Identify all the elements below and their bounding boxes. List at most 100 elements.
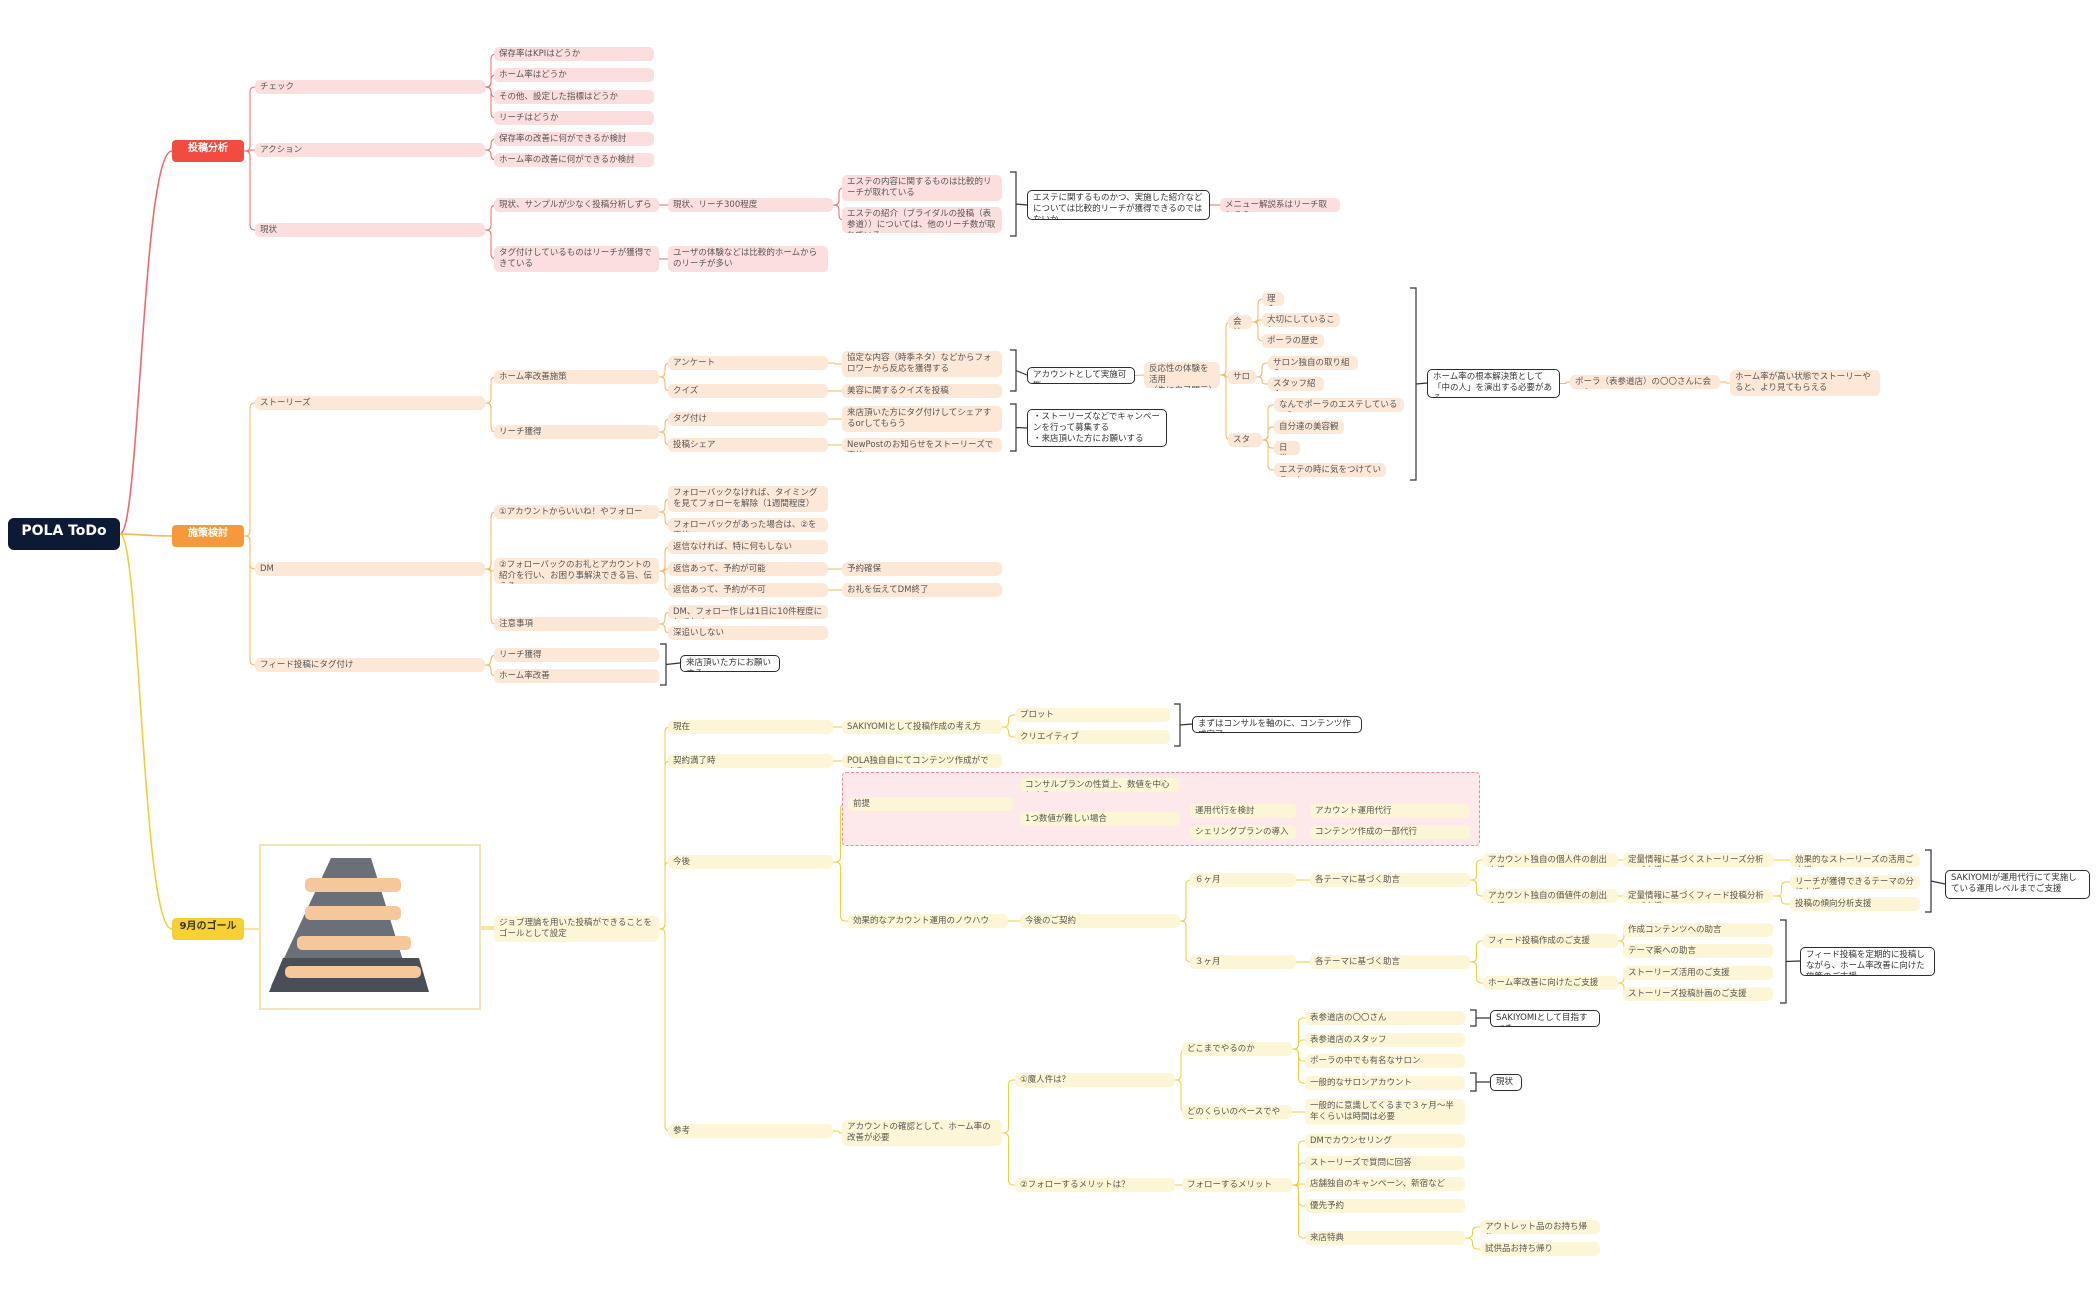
ref-q2a3-node[interactable]: 店舗独自のキャンペーン、新宿など — [1305, 1177, 1465, 1191]
dm-2b1-node[interactable]: 予約確保 — [842, 562, 1002, 576]
cur-a1b-node[interactable]: エステの紹介（ブライダルの投稿（表参道））については、他のリーチ数が取れている — [842, 207, 1002, 233]
m3-1b-node[interactable]: テーマ案への助言 — [1623, 944, 1773, 958]
fut-pre2a-node[interactable]: 運用代行を検討 — [1190, 804, 1296, 818]
m6-a-node[interactable]: 各テーマに基づく助言 — [1310, 873, 1470, 887]
dm-2a-node[interactable]: 返信なければ、特に何もしない — [668, 540, 828, 554]
goal-node[interactable]: 9月のゴール — [172, 918, 244, 940]
story-box-node[interactable]: ・ストーリーズなどでキャンペーンを行って募集する ・来店頂いた方にお願いする — [1027, 409, 1167, 447]
st-share-node[interactable]: 投稿シェア — [668, 438, 828, 452]
home-r2-node[interactable]: ホーム率が高い状態でストーリーやると、より見てもらえる — [1730, 370, 1880, 396]
sf-4-node[interactable]: エステの時に気をつけていること — [1274, 463, 1386, 477]
ref-q2a1-node[interactable]: DMでカウンセリング — [1305, 1134, 1465, 1148]
current-node[interactable]: 現状 — [255, 223, 485, 237]
feed-box-node[interactable]: 来店頂いた方にお願いする — [680, 655, 780, 672]
st-tag1-node[interactable]: 来店頂いた方にタグ付けしてシェアするorしてもらう — [842, 406, 1002, 432]
feed-1-node[interactable]: リーチ獲得 — [494, 648, 659, 662]
dm-2-node[interactable]: ②フォローバックのお礼とアカウントの紹介を行い、お困り事解決できる旨、伝える — [494, 558, 659, 584]
cur-b-node[interactable]: タグ付けしているものはリーチが獲得できている — [494, 246, 659, 272]
dm-2c-node[interactable]: 返信あって、予約が不可 — [668, 583, 828, 597]
action-2-node[interactable]: ホーム率の改善に何ができるか検討 — [494, 153, 654, 167]
st-home-node[interactable]: ホーム率改善施策 — [494, 370, 659, 384]
st-tag-node[interactable]: タグ付け — [668, 412, 828, 426]
contract-end-node[interactable]: 契約満了時 — [668, 754, 833, 768]
fut-know-node[interactable]: 効果的なアカウント運用のノウハウ — [848, 914, 1008, 928]
ref-q1a2-node[interactable]: 表参道店のスタッフ — [1305, 1033, 1465, 1047]
analysis-node[interactable]: 投稿分析 — [172, 140, 244, 162]
ref-q2a5a-node[interactable]: アウトレット品のお持ち帰り — [1480, 1220, 1600, 1234]
m6-box-node[interactable]: SAKIYOMIが運用代行にて実施している運用レベルまでご支援 — [1945, 870, 2090, 899]
m3-a-node[interactable]: 各テーマに基づく助言 — [1310, 955, 1470, 969]
check-3-node[interactable]: その他、設定した指標はどうか — [494, 90, 654, 104]
m3-1a-node[interactable]: 作成コンテンツへの助言 — [1623, 923, 1773, 937]
st-quiz1-node[interactable]: 美容に関するクイズを投稿 — [842, 384, 1002, 398]
co-3-node[interactable]: ポーラの歴史 — [1262, 334, 1324, 348]
dm-2c1-node[interactable]: お礼を伝えてDM終了 — [842, 583, 1002, 597]
ref-q1a-node[interactable]: どこまでやるのか — [1182, 1042, 1292, 1056]
ref-q1b-node[interactable]: どのくらいのペースでやるのか — [1182, 1105, 1292, 1119]
m6-2c-node[interactable]: 投稿の傾向分析支援 — [1790, 897, 1920, 911]
stories-node[interactable]: ストーリーズ — [255, 396, 485, 410]
fut-pre2b-node[interactable]: シェリングプランの導入 — [1190, 825, 1296, 839]
check-1-node[interactable]: 保存率はKPIはどうか — [494, 47, 654, 61]
salon-node[interactable]: サロン — [1228, 370, 1256, 384]
action-1-node[interactable]: 保存率の改善に何ができるか検討 — [494, 132, 654, 146]
m3-1-node[interactable]: フィード投稿作成のご支援 — [1483, 934, 1618, 948]
staff-node[interactable]: スタッフ — [1228, 433, 1262, 447]
fut-sched-node[interactable]: 今後のご契約 — [1020, 914, 1180, 928]
fut-pre1-node[interactable]: コンサルプランの性質上、数値を中心とする — [1020, 778, 1180, 792]
cur-b1-node[interactable]: ユーザの体験などは比較的ホームからのリーチが多い — [668, 246, 828, 272]
check-2-node[interactable]: ホーム率はどうか — [494, 68, 654, 82]
ref-q1a4-node[interactable]: 一般的なサロンアカウント — [1305, 1076, 1465, 1090]
now-1-node[interactable]: SAKIYOMIとして投稿作成の考え方 — [842, 720, 1002, 734]
ref-q1a3-node[interactable]: ポーラの中でも有名なサロン — [1305, 1054, 1465, 1068]
ref-q2a-node[interactable]: フォローするメリット — [1182, 1178, 1292, 1192]
m3-node[interactable]: ３ヶ月 — [1190, 955, 1296, 969]
cur-box-node[interactable]: エステに関するものかつ、実施した紹介などについては比較的リーチが獲得できるのでは… — [1027, 190, 1210, 220]
cur-box-r-node[interactable]: メニュー解説系はリーチ取れそう — [1220, 198, 1340, 212]
dm-1a-node[interactable]: フォローバックなければ、タイミングを見てフォローを解除（1週間程度） — [668, 486, 828, 512]
m6-1-node[interactable]: アカウント独自の個人件の創出支援 — [1483, 853, 1618, 867]
sa-2-node[interactable]: スタッフ紹介 — [1268, 377, 1324, 391]
dm-3-node[interactable]: 注意事項 — [494, 617, 659, 631]
sa-1-node[interactable]: サロン独自の取り組み — [1268, 356, 1358, 370]
feed-2-node[interactable]: ホーム率改善 — [494, 669, 659, 683]
dm-3a-node[interactable]: DM、フォロー作しは1日に10件程度にしておく — [668, 605, 828, 619]
reaction-node[interactable]: 反応性の体験を活用 （先に自己開示） — [1144, 362, 1220, 388]
dm-2b-node[interactable]: 返信あって、予約が可能 — [668, 562, 828, 576]
future-node[interactable]: 今後 — [668, 855, 833, 869]
cur-a1a-node[interactable]: エステの内容に関するものは比較的リーチが取れている — [842, 175, 1002, 201]
co-1-node[interactable]: 理念 — [1262, 292, 1284, 306]
co-2-node[interactable]: 大切にしていること — [1262, 313, 1340, 327]
root-node[interactable]: POLA ToDo — [8, 518, 120, 550]
ref-node[interactable]: 参考 — [668, 1124, 833, 1138]
ref-box2-node[interactable]: 現状 — [1490, 1074, 1522, 1091]
ref-q1a1-node[interactable]: 表参道店の〇〇さん — [1305, 1011, 1465, 1025]
m6-node[interactable]: ６ヶ月 — [1190, 873, 1296, 887]
check-node[interactable]: チェック — [255, 80, 485, 94]
st-enq1-node[interactable]: 協定な内容（時季ネタ）などからフォロワーから反応を獲得する — [842, 351, 1002, 377]
dm-3b-node[interactable]: 深追いしない — [668, 626, 828, 640]
dm-node[interactable]: DM — [255, 562, 485, 576]
cur-a-node[interactable]: 現状、サンプルが少なく投稿分析しずらい — [494, 198, 659, 212]
dm-1-node[interactable]: ①アカウントからいいね！やフォロー — [494, 505, 659, 519]
check-4-node[interactable]: リーチはどうか — [494, 111, 654, 125]
ref-q2a5-node[interactable]: 来店特典 — [1305, 1231, 1465, 1245]
ref-q1-node[interactable]: ①魔人件は？ — [1015, 1073, 1175, 1087]
policy-node[interactable]: 施策検討 — [172, 525, 244, 547]
now-node[interactable]: 現在 — [668, 720, 833, 734]
acct-box-node[interactable]: アカウントとして実施可能 — [1027, 367, 1135, 384]
goal-main-node[interactable]: ジョブ理論を用いた投稿ができることをゴールとして設定 — [494, 916, 659, 942]
now-box-node[interactable]: まずはコンサルを軸のに、コンテンツ作成完了 — [1192, 716, 1362, 733]
st-share1-node[interactable]: NewPostのお知らせをストーリーズで実施 — [842, 438, 1002, 452]
sf-1-node[interactable]: なんでポーラのエステしているの？ — [1274, 398, 1404, 412]
cur-a1-node[interactable]: 現状、リーチ300程度 — [668, 198, 833, 212]
now-1b-node[interactable]: クリエイティブ — [1015, 730, 1170, 744]
ref-box1-node[interactable]: SAKIYOMIとして目指すべき — [1490, 1010, 1600, 1027]
ref-q2-node[interactable]: ②フォローするメリットは？ — [1015, 1178, 1175, 1192]
fut-pre-node[interactable]: 前提 — [848, 797, 1013, 811]
feed-node[interactable]: フィード投稿にタグ付け — [255, 658, 485, 672]
m3-2a-node[interactable]: ストーリーズ活用のご支援 — [1623, 966, 1773, 980]
m6-2a-node[interactable]: 定量情報に基づくフィード投稿分析のご支援 — [1623, 889, 1773, 903]
m6-2b-node[interactable]: リーチが獲得できるテーマの分析支援 — [1790, 875, 1920, 889]
fut-pre2-node[interactable]: 1つ数値が難しい場合 — [1020, 812, 1180, 826]
